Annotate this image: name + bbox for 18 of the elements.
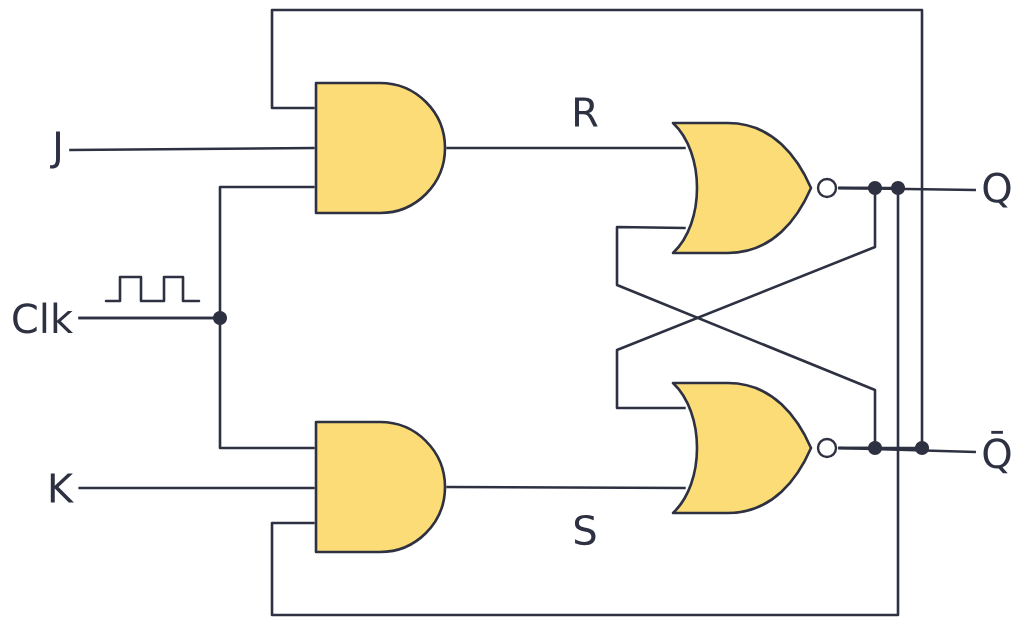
terminal-label: Clk xyxy=(13,302,73,334)
edge-label: S xyxy=(570,512,600,548)
wire xyxy=(446,485,686,490)
edge-label: R xyxy=(569,95,601,129)
and-gate xyxy=(314,420,447,554)
and-gate xyxy=(314,81,447,215)
wire xyxy=(69,146,315,152)
terminal-label: J xyxy=(50,131,60,169)
wire xyxy=(78,316,315,450)
nor-gate xyxy=(671,121,838,255)
wire xyxy=(270,186,900,617)
terminal-label: K xyxy=(50,473,74,503)
terminal-label: Q̄ xyxy=(983,430,1011,474)
wire xyxy=(270,8,924,450)
terminal-label: Q xyxy=(983,172,1011,208)
wire xyxy=(78,486,315,490)
wire xyxy=(446,146,686,150)
nor-gate xyxy=(671,381,838,515)
